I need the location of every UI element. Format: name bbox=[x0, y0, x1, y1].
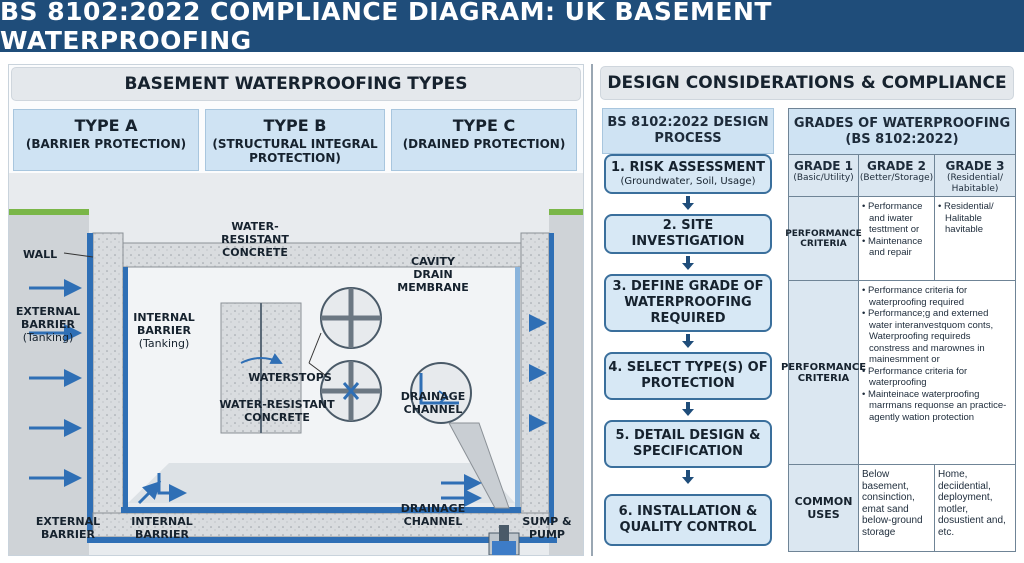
grade-2-sub: (Better/Storage) bbox=[859, 173, 934, 183]
panel-divider bbox=[591, 64, 593, 556]
step-detail-design: 5. DETAIL DESIGN & SPECIFICATION bbox=[604, 420, 772, 468]
arrow-down-icon bbox=[682, 402, 694, 416]
list-item: Maintenance and repair bbox=[862, 236, 931, 259]
type-b-subtitle: (STRUCTURAL INTEGRAL PROTECTION) bbox=[212, 137, 378, 165]
step-2-label: 2. SITE INVESTIGATION bbox=[631, 218, 745, 249]
grade-3-cell: Home, deciidential, deployment, motler, … bbox=[938, 469, 1006, 538]
design-compliance-panel: DESIGN CONSIDERATIONS & COMPLIANCE BS 81… bbox=[598, 64, 1018, 556]
list-item: Performance criteria for waterproofing r… bbox=[862, 285, 1012, 308]
step-define-grade: 3. DEFINE GRADE OF WATERPROOFING REQUIRE… bbox=[604, 274, 772, 332]
cavity-drain-membrane-label: CAVITY DRAIN MEMBRANE bbox=[397, 255, 469, 294]
drainage-channel-label: DRAINAGE CHANNEL bbox=[400, 390, 466, 416]
list-item: Performance criteria for waterproofing bbox=[862, 366, 1012, 389]
type-c-title: TYPE C bbox=[452, 116, 516, 135]
grades-table: GRADES OF WATERPROOFING (BS 8102:2022) G… bbox=[781, 108, 1016, 552]
internal-barrier-label: INTERNAL BARRIER (Tanking) bbox=[129, 311, 199, 350]
sump-pump-label: SUMP & PUMP bbox=[522, 515, 572, 541]
external-barrier-text: EXTERNAL BARRIER bbox=[15, 305, 81, 331]
grade-2-title: GRADE 2 bbox=[866, 159, 927, 173]
internal-barrier-bottom-label: INTERNAL BARRIER bbox=[131, 515, 193, 541]
grade-1-sub: (Basic/Utility) bbox=[793, 173, 854, 183]
list-item: Performance and iwater testtment or bbox=[862, 201, 931, 236]
grade-1-title: GRADE 1 bbox=[793, 159, 854, 173]
arrow-down-icon bbox=[682, 256, 694, 270]
table-row: PERFORMANCE CRITERIA Performance criteri… bbox=[781, 281, 1015, 465]
grade-2-3-cell: Performance criteria for waterproofing r… bbox=[859, 281, 1015, 464]
list-item: Performance;g and externed water interan… bbox=[862, 308, 1012, 366]
tanking-text-1: (Tanking) bbox=[22, 331, 74, 344]
grade-1-header: GRADE 1 (Basic/Utility) bbox=[789, 155, 859, 197]
internal-barrier-text: INTERNAL BARRIER bbox=[133, 311, 195, 337]
grade-3-title: GRADE 3 bbox=[945, 159, 1005, 173]
water-resistant-concrete-label: WATER-RESISTANT CONCRETE bbox=[221, 220, 289, 259]
step-3-label: 3. DEFINE GRADE OF WATERPROOFING REQUIRE… bbox=[612, 279, 764, 326]
step-6-label: 6. INSTALLATION & QUALITY CONTROL bbox=[618, 504, 758, 535]
row-head: PERFORMANCE CRITERIA bbox=[785, 197, 862, 280]
type-a-subtitle: (BARRIER PROTECTION) bbox=[25, 137, 187, 151]
grades-header: GRADES OF WATERPROOFING (BS 8102:2022) bbox=[789, 109, 1015, 155]
type-c-box: TYPE C (DRAINED PROTECTION) bbox=[391, 109, 577, 171]
step-4-label: 4. SELECT TYPE(S) OF PROTECTION bbox=[608, 360, 768, 391]
grade-3-sub: (Residential/ Habitable) bbox=[946, 173, 1004, 194]
step-1-label: 1. RISK ASSESSMENT bbox=[610, 160, 766, 175]
grade-3-cell: Residential/ Halitable havitable bbox=[935, 197, 1015, 280]
step-installation: 6. INSTALLATION & QUALITY CONTROL bbox=[604, 494, 772, 546]
grade-2-cell: Below basement, consinction, emat sand b… bbox=[859, 465, 935, 551]
arrow-down-icon bbox=[682, 334, 694, 348]
floor-concrete-label: WATER-RESISTANT CONCRETE bbox=[219, 398, 335, 424]
page-title: BS 8102:2022 COMPLIANCE DIAGRAM: UK BASE… bbox=[0, 0, 1024, 55]
drainage-channel-bottom-label: DRAINAGE CHANNEL bbox=[400, 502, 466, 528]
grade-2-cell: Performance and iwater testtment or Main… bbox=[859, 197, 935, 280]
step-5-label: 5. DETAIL DESIGN & SPECIFICATION bbox=[615, 428, 761, 459]
type-b-box: TYPE B (STRUCTURAL INTEGRAL PROTECTION) bbox=[205, 109, 385, 171]
table-row: PERFORMANCE CRITERIA Performance and iwa… bbox=[785, 197, 1015, 281]
list-item: Residential/ Halitable havitable bbox=[938, 201, 1012, 236]
step-select-type: 4. SELECT TYPE(S) OF PROTECTION bbox=[604, 352, 772, 400]
design-process-header: BS 8102:2022 DESIGN PROCESS bbox=[602, 108, 774, 154]
type-c-subtitle: (DRAINED PROTECTION) bbox=[402, 137, 566, 151]
external-barrier-bottom-label: EXTERNAL BARRIER bbox=[35, 515, 101, 541]
step-1-sub: (Groundwater, Soil, Usage) bbox=[620, 176, 756, 187]
wall-label: WALL bbox=[23, 248, 58, 261]
arrow-down-icon bbox=[682, 470, 694, 484]
external-barrier-label: EXTERNAL BARRIER (Tanking) bbox=[13, 305, 83, 344]
basement-cross-section bbox=[9, 173, 583, 555]
types-heading: BASEMENT WATERPROOFING TYPES bbox=[11, 67, 581, 101]
row-head: COMMON USES bbox=[789, 465, 859, 551]
step-risk-assessment: 1. RISK ASSESSMENT (Groundwater, Soil, U… bbox=[604, 154, 772, 194]
arrow-down-icon bbox=[682, 196, 694, 210]
waterproofing-types-panel: BASEMENT WATERPROOFING TYPES TYPE A (BAR… bbox=[8, 64, 584, 556]
tanking-text-2: (Tanking) bbox=[138, 337, 190, 350]
list-item: Mainteinace waterproofing marrmans requo… bbox=[862, 389, 1012, 424]
grade-3-header: GRADE 3 (Residential/ Habitable) bbox=[935, 155, 1015, 197]
type-a-box: TYPE A (BARRIER PROTECTION) bbox=[13, 109, 199, 171]
row-head: PERFORMANCE CRITERIA bbox=[781, 281, 866, 464]
grade-2-header: GRADE 2 (Better/Storage) bbox=[859, 155, 935, 197]
compliance-heading: DESIGN CONSIDERATIONS & COMPLIANCE bbox=[600, 66, 1014, 100]
type-a-title: TYPE A bbox=[74, 116, 138, 135]
step-site-investigation: 2. SITE INVESTIGATION bbox=[604, 214, 772, 254]
table-row: COMMON USES Below basement, consinction,… bbox=[789, 465, 1015, 551]
waterstops-label: WATERSTOPS bbox=[248, 371, 332, 384]
type-b-title: TYPE B bbox=[263, 116, 327, 135]
